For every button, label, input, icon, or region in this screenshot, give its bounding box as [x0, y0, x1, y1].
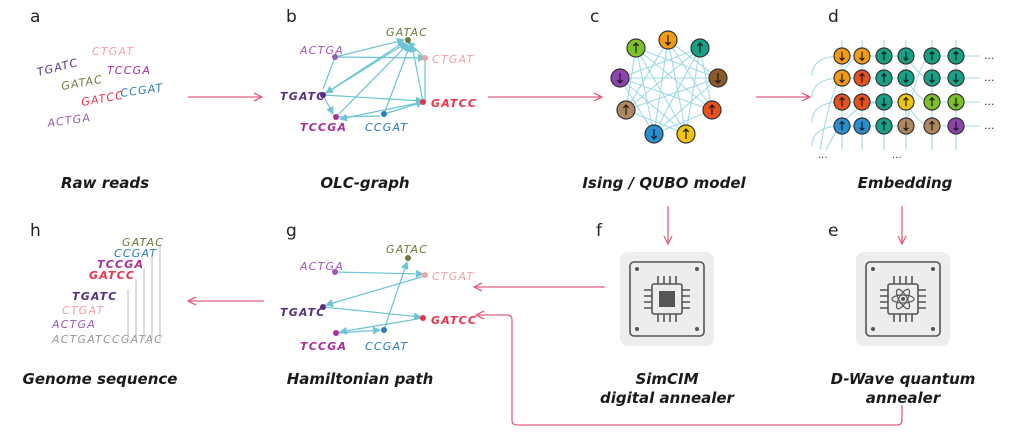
hp-node-ccgat: CCGAT — [365, 340, 408, 353]
genome-assembly: GATAC CCGAT TCCGA GATCC TGATC CTGAT ACTG… — [51, 236, 164, 346]
panel-letter-c: c — [590, 7, 599, 27]
read-gatcc: GATCC — [80, 89, 125, 109]
hp-node-gatcc: GATCC — [431, 314, 477, 327]
node-actga: ACTGA — [299, 44, 344, 57]
read-tccga: TCCGA — [107, 64, 151, 77]
aligned-read-tccga: TCCGA — [97, 258, 144, 271]
panel-letter-h: h — [30, 221, 41, 241]
embedding-spin-node — [875, 69, 893, 87]
ising-spin-node — [626, 38, 646, 58]
node-ccgat: CCGAT — [365, 121, 408, 134]
aligned-read-ccgat: CCGAT — [114, 247, 157, 260]
panel-letter-g: g — [286, 221, 297, 241]
ellipsis-label: ... — [984, 71, 995, 84]
embedding-lattice: .................. — [811, 40, 995, 161]
embedding-spin-node — [875, 47, 893, 65]
node-tccga: TCCGA — [300, 121, 347, 134]
simcim-chip-icon — [620, 252, 714, 346]
caption-dwave-line1: D-Wave quantum — [831, 370, 976, 388]
panel-letter-a: a — [30, 7, 40, 27]
hp-node-actga: ACTGA — [299, 260, 344, 273]
aligned-read-gatcc: GATCC — [89, 269, 135, 282]
raw-reads-cluster: CTGAT TGATC TCCGA GATAC CCGAT GATCC ACTG… — [36, 45, 165, 130]
embedding-spin-node — [853, 69, 871, 87]
caption-simcim-line2: digital annealer — [600, 389, 736, 407]
node-tgatc: TGATC — [280, 90, 326, 103]
ising-spin-node — [610, 68, 630, 88]
embedding-spin-node — [897, 117, 915, 135]
caption-dwave-line2: annealer — [866, 389, 942, 407]
node-gatcc: GATCC — [431, 97, 477, 110]
panel-letter-d: d — [828, 7, 839, 27]
caption-genome-sequence: Genome sequence — [23, 370, 178, 388]
embedding-spin-node — [833, 47, 851, 65]
embedding-spin-node — [875, 117, 893, 135]
caption-simcim-line1: SimCIM — [635, 370, 698, 388]
read-actga: ACTGA — [46, 111, 92, 130]
ellipsis-label: ... — [818, 150, 828, 161]
ellipsis-label: ... — [892, 150, 902, 161]
read-tgatc: TGATC — [36, 56, 80, 79]
embedding-spin-node — [897, 69, 915, 87]
embedding-spin-node — [853, 47, 871, 65]
ising-spin-node — [676, 124, 696, 144]
caption-hamiltonian-path: Hamiltonian path — [287, 370, 434, 388]
embedding-spin-node — [923, 69, 941, 87]
ising-spin-node — [702, 100, 722, 120]
read-gatac: GATAC — [60, 73, 104, 93]
ellipsis-label: ... — [984, 95, 995, 108]
aligned-read-tgatc: TGATC — [72, 290, 118, 303]
embedding-spin-node — [833, 117, 851, 135]
aligned-read-actga: ACTGA — [51, 318, 96, 331]
hp-node-gatac: GATAC — [386, 243, 428, 256]
hamiltonian-path-graph: GATAC ACTGA CTGAT TGATC GATCC TCCGA CCGA… — [280, 243, 477, 353]
node-gatac: GATAC — [386, 26, 428, 39]
embedding-spin-node — [897, 47, 915, 65]
panel-letter-e: e — [828, 221, 838, 241]
embedding-spin-node — [875, 93, 893, 111]
embedding-spin-node — [923, 93, 941, 111]
read-ccgat: CCGAT — [120, 81, 165, 100]
embedding-spin-node — [947, 117, 965, 135]
hp-node-tgatc: TGATC — [280, 306, 326, 319]
embedding-spin-node — [833, 69, 851, 87]
embedding-spin-node — [923, 47, 941, 65]
ellipsis-label: ... — [984, 119, 995, 132]
hp-node-ctgat: CTGAT — [432, 270, 474, 283]
embedding-spin-node — [947, 93, 965, 111]
ising-spin-node — [690, 38, 710, 58]
panel-letter-b: b — [286, 7, 297, 27]
embedding-spin-node — [853, 93, 871, 111]
aligned-read-gatac: GATAC — [122, 236, 164, 249]
ising-spin-node — [644, 124, 664, 144]
aligned-read-ctgat: CTGAT — [62, 304, 104, 317]
embedding-spin-node — [947, 47, 965, 65]
node-ctgat: CTGAT — [432, 53, 474, 66]
assembled-sequence: ACTGATCCGATAC — [51, 333, 163, 346]
caption-embedding: Embedding — [858, 174, 953, 192]
embedding-spin-node — [897, 93, 915, 111]
panel-letter-f: f — [596, 221, 603, 241]
ising-spin-node — [708, 68, 728, 88]
read-ctgat: CTGAT — [92, 45, 134, 58]
caption-olc-graph: OLC-graph — [320, 174, 409, 192]
caption-raw-reads: Raw reads — [61, 174, 149, 192]
olc-graph: GATAC ACTGA CTGAT TGATC GATCC TCCGA CCGA… — [280, 26, 477, 134]
ellipsis-label: ... — [984, 49, 995, 62]
dwave-quantum-chip-icon — [856, 252, 950, 346]
embedding-spin-node — [853, 117, 871, 135]
ising-spin-node — [658, 30, 678, 50]
caption-ising-qubo: Ising / QUBO model — [582, 174, 746, 192]
ising-spin-node — [616, 100, 636, 120]
hp-node-tccga: TCCGA — [300, 340, 347, 353]
embedding-spin-node — [833, 93, 851, 111]
ising-graph — [610, 30, 728, 144]
arrow-e-to-g — [476, 315, 903, 426]
embedding-spin-node — [923, 117, 941, 135]
embedding-spin-node — [947, 69, 965, 87]
